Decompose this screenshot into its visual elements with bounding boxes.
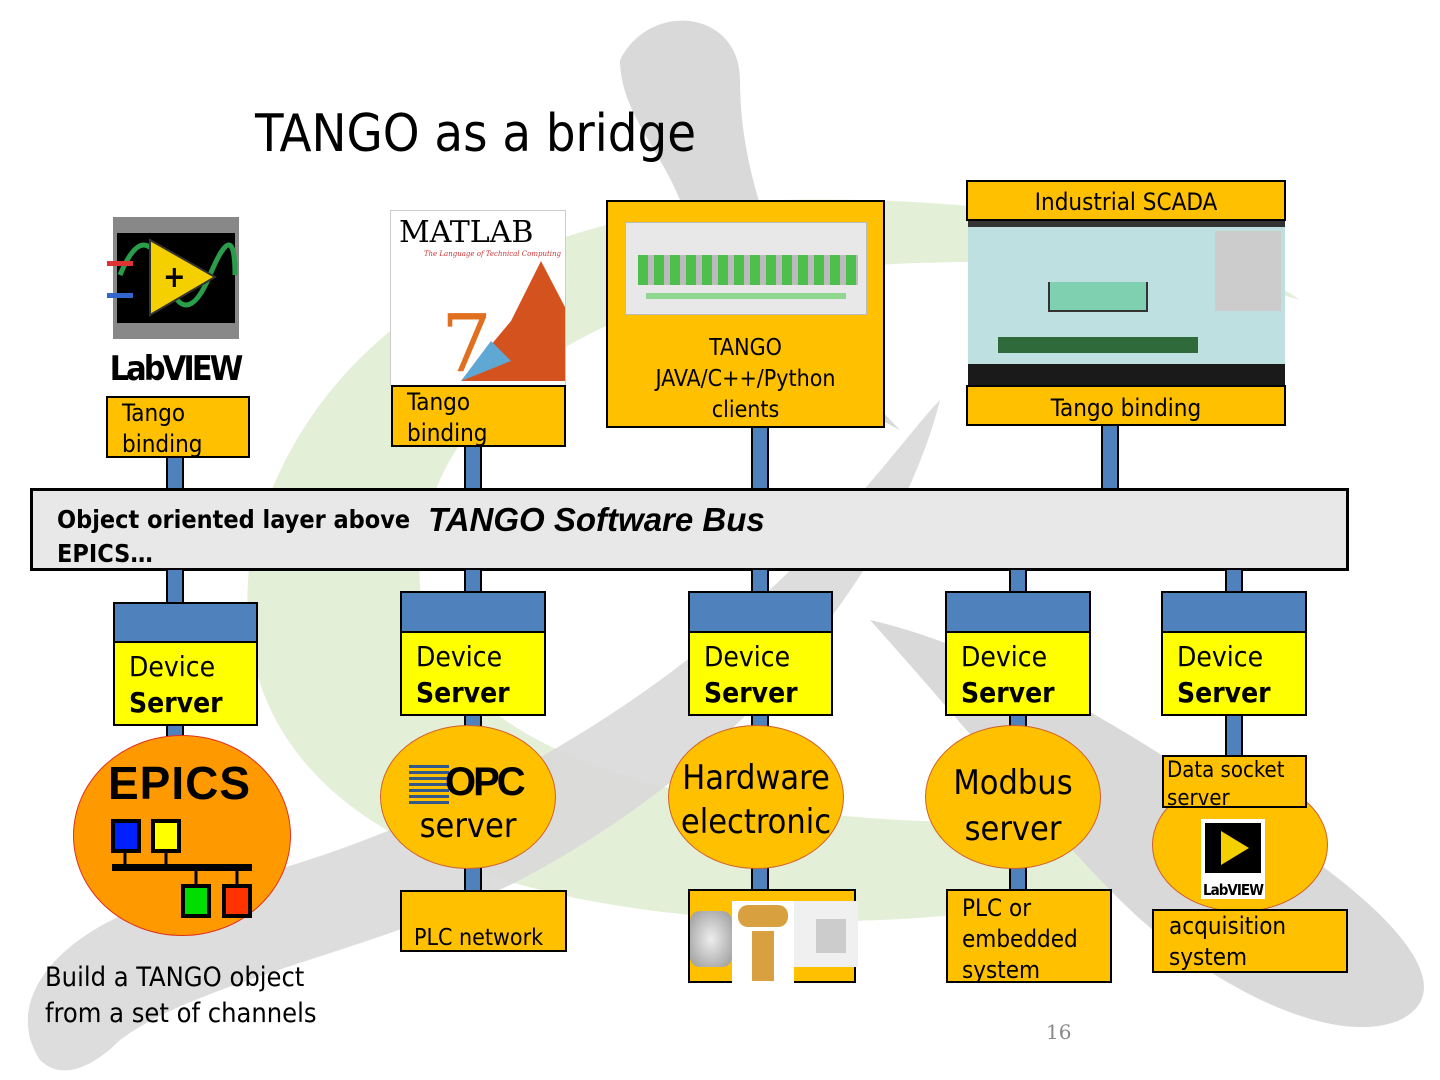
epics-network-icon [111, 819, 252, 918]
svg-text:7: 7 [441, 297, 492, 386]
binding-text: binding [122, 430, 203, 458]
ds-text: Device [961, 640, 1048, 673]
connector [166, 456, 184, 490]
connector [1009, 866, 1027, 892]
acquisition-system-box: acquisition system [1152, 909, 1348, 973]
ds-text: Device [704, 640, 791, 673]
clients-text: clients [711, 397, 780, 423]
device-server-port [1161, 591, 1307, 632]
bus-note-line: EPICS… [57, 539, 153, 568]
connector [1225, 714, 1243, 758]
connector [751, 570, 769, 593]
acquisition-text: system [1169, 943, 1248, 971]
opc-server-ellipse: OPC server [380, 725, 556, 869]
connector [1101, 424, 1119, 490]
connector [1009, 570, 1027, 593]
connector [751, 714, 769, 728]
clients-text: JAVA/C++/Python [655, 366, 836, 392]
page-number: 16 [1046, 1020, 1072, 1044]
labview-tango-binding: Tango binding [106, 396, 250, 458]
acquisition-text: acquisition [1169, 912, 1287, 940]
data-socket-text: Data socket [1167, 758, 1285, 783]
ds-text: Server [129, 686, 223, 719]
bus-label: TANGO Software Bus [428, 501, 765, 538]
device-server-port [945, 591, 1091, 632]
modbus-text: server [964, 809, 1062, 849]
motor-image [690, 911, 732, 967]
connector [751, 866, 769, 892]
valve-image [732, 901, 794, 985]
modbus-server-ellipse: Modbus server [925, 725, 1101, 869]
matlab-tango-binding: Tango binding [391, 385, 566, 447]
labview-small-logo: LabVIEW [1201, 819, 1265, 899]
tango-software-bus: Object oriented layer above EPICS… TANGO… [30, 488, 1349, 571]
footnote-line: Build a TANGO object [45, 962, 305, 993]
connector [166, 724, 184, 738]
device-server-port [113, 602, 258, 642]
plc-network-box: PLC network [400, 890, 567, 952]
ds-text: Server [416, 676, 510, 709]
connector [1009, 714, 1027, 728]
epics-ellipse: EPICS [73, 735, 291, 936]
connector [464, 866, 482, 892]
binding-text: Tango [407, 388, 471, 416]
binding-text: binding [407, 419, 488, 447]
connector [464, 714, 482, 728]
matlab-logo: MATLAB The Language of Technical Computi… [390, 210, 566, 386]
tango-clients-box: TANGO JAVA/C++/Python clients [606, 200, 885, 428]
svg-text:+: + [163, 260, 186, 295]
matlab-logo-text: MATLAB [399, 215, 534, 250]
bus-note-line: Object oriented layer above [57, 505, 411, 534]
data-socket-server-box: Data socket server [1162, 755, 1307, 811]
opc-logo-text: OPC [445, 760, 526, 804]
device-server-port [688, 591, 833, 632]
hardware-devices-box [688, 889, 858, 985]
device-server-port [400, 591, 546, 632]
modbus-text: Modbus [953, 763, 1073, 803]
binding-text: Tango [122, 399, 186, 427]
plc-text: PLC or [962, 894, 1032, 922]
bus-note: Object oriented layer above EPICS… [57, 503, 410, 571]
actuator-image [794, 901, 858, 967]
scada-header: Industrial SCADA [966, 180, 1286, 221]
opc-server-label: server [419, 806, 517, 846]
matlab-tagline: The Language of Technical Computing [423, 250, 561, 258]
slide-title: TANGO as a bridge [255, 104, 696, 164]
plc-text: system [962, 956, 1041, 984]
plc-text: embedded [962, 925, 1078, 953]
hardware-electronic-ellipse: Hardware electronic [668, 725, 844, 869]
connector [166, 570, 184, 604]
connector [751, 426, 769, 490]
hardware-text: electronic [680, 802, 832, 842]
plc-embedded-box: PLC or embedded system [946, 889, 1112, 984]
ds-text: Device [1177, 640, 1264, 673]
labview-logo-text: LabVIEW [109, 349, 244, 389]
ds-text: Device [129, 650, 216, 683]
connector [1225, 570, 1243, 593]
labview-small-logo-text: LabVIEW [1203, 881, 1264, 899]
tango-client-screenshot [624, 222, 867, 315]
clients-text: TANGO [709, 335, 782, 361]
ds-text: Server [1177, 676, 1271, 709]
connector [464, 446, 482, 490]
labview-logo: + LabVIEW [105, 215, 245, 395]
data-socket-text: server [1167, 786, 1230, 811]
epics-logo: EPICS [108, 757, 252, 809]
ds-text: Device [416, 640, 503, 673]
ds-text: Server [704, 676, 798, 709]
footnote: Build a TANGO object from a set of chann… [45, 960, 317, 1032]
connector [464, 570, 482, 593]
scada-tango-binding: Tango binding [966, 385, 1286, 426]
scada-screenshot [968, 221, 1285, 386]
footnote-line: from a set of channels [45, 998, 317, 1029]
ds-text: Server [961, 676, 1055, 709]
hardware-text: Hardware [682, 758, 830, 798]
opc-logo: OPC [409, 760, 533, 804]
